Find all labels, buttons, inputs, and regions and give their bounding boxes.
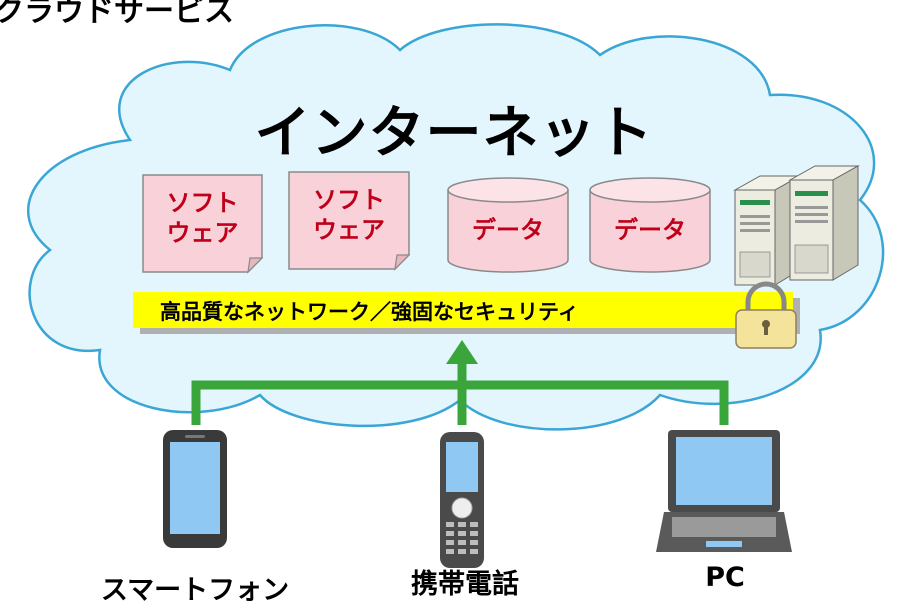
connector-lines — [191, 360, 729, 425]
data-cylinder-1 — [447, 177, 569, 273]
data-label-2: データ — [614, 216, 686, 244]
software-label-1: ソフト ウェア — [166, 189, 239, 247]
lock-icon — [735, 281, 797, 349]
software-note-2 — [288, 171, 411, 271]
internet-label: インターネット — [254, 101, 654, 166]
phone-label: 携帯電話 — [411, 569, 519, 600]
upward-arrow-icon — [446, 340, 478, 364]
network-band — [133, 292, 800, 334]
network-security-label: 高品質なネットワーク／強固なセキュリティ — [160, 300, 579, 324]
software-label-2: ソフト ウェア — [313, 186, 385, 244]
page-title: クラウドサービス — [0, 0, 234, 29]
smartphone-label: スマートフォン — [100, 575, 290, 606]
smartphone-icon — [163, 430, 227, 548]
server-icon — [733, 165, 860, 286]
laptop-icon — [656, 430, 792, 552]
pc-label: PC — [705, 562, 745, 593]
feature-phone-icon — [440, 432, 484, 568]
data-cylinder-2 — [589, 177, 711, 273]
data-label-1: データ — [472, 216, 544, 244]
software-note-1 — [142, 174, 264, 274]
